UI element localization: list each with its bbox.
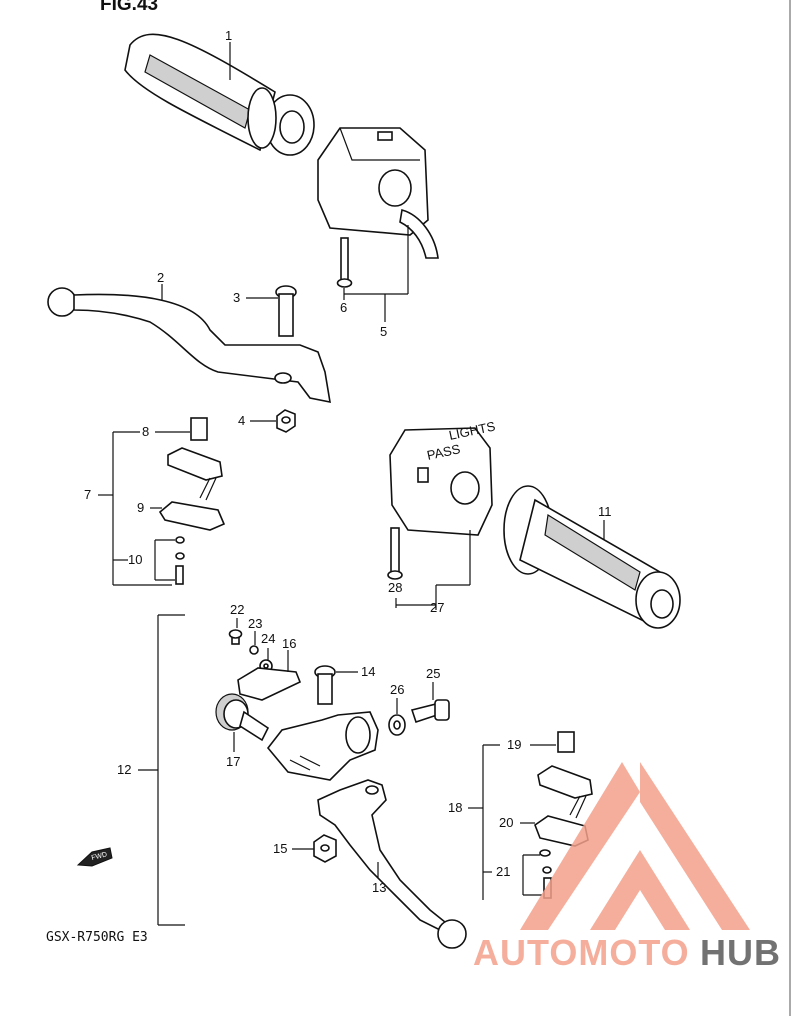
fwd-arrow-icon: FWD xyxy=(76,847,113,867)
callout-16: 16 xyxy=(282,636,296,651)
callout-10: 10 xyxy=(128,552,142,567)
callout-9: 9 xyxy=(137,500,144,515)
watermark-text-accent: AUTOMOTO xyxy=(473,932,690,973)
callout-13: 13 xyxy=(372,880,386,895)
callout-11: 11 xyxy=(598,504,612,519)
switch-label-pass: PASS xyxy=(426,441,462,463)
part-brake-switch-group xyxy=(534,731,593,899)
model-code: GSX-R750RG E3 xyxy=(46,930,148,945)
callout-22: 22 xyxy=(230,602,244,617)
callout-3: 3 xyxy=(233,290,240,305)
watermark-logo: AUTOMOTO HUB xyxy=(473,762,781,973)
part-screw-28 xyxy=(387,527,403,580)
callout-12: 12 xyxy=(117,762,131,777)
callout-23: 23 xyxy=(248,616,262,631)
callout-4: 4 xyxy=(238,413,245,428)
callout-7: 7 xyxy=(84,487,91,502)
part-right-switch-housing: PASS LIGHTS xyxy=(389,418,497,536)
part-nut-15 xyxy=(313,834,337,863)
callout-1: 1 xyxy=(225,28,232,43)
callout-18: 18 xyxy=(448,800,462,815)
part-screw-6 xyxy=(336,237,353,288)
callout-15: 15 xyxy=(273,841,287,856)
part-nut-4 xyxy=(276,409,296,433)
part-pivot-bolt-3 xyxy=(275,285,297,337)
part-right-grip xyxy=(503,485,681,629)
callout-19: 19 xyxy=(507,737,521,752)
callout-17: 17 xyxy=(226,754,240,769)
part-left-grip xyxy=(124,33,315,156)
callout-6: 6 xyxy=(340,300,347,315)
watermark-text-dark: HUB xyxy=(700,932,781,973)
callout-26: 26 xyxy=(390,682,404,697)
callout-27: 27 xyxy=(430,600,444,615)
part-left-switch-housing xyxy=(317,127,439,259)
part-master-cylinder-group xyxy=(215,629,450,781)
fwd-label: FWD xyxy=(91,851,108,862)
part-brake-lever xyxy=(317,779,467,949)
callout-14: 14 xyxy=(361,664,375,679)
leader-lines xyxy=(98,42,605,926)
part-clutch-switch-group xyxy=(158,417,226,585)
callout-25: 25 xyxy=(426,666,440,681)
callout-21: 21 xyxy=(496,864,510,879)
callout-20: 20 xyxy=(499,815,513,830)
callout-labels: 1 2 3 4 5 6 7 8 9 10 11 12 13 14 15 16 1… xyxy=(84,28,612,895)
figure-title: FIG.43 xyxy=(100,0,158,15)
callout-24: 24 xyxy=(261,631,275,646)
callout-28: 28 xyxy=(388,580,402,595)
callout-2: 2 xyxy=(157,270,164,285)
callout-5: 5 xyxy=(380,324,387,339)
callout-8: 8 xyxy=(142,424,149,439)
part-clutch-lever xyxy=(47,287,331,404)
